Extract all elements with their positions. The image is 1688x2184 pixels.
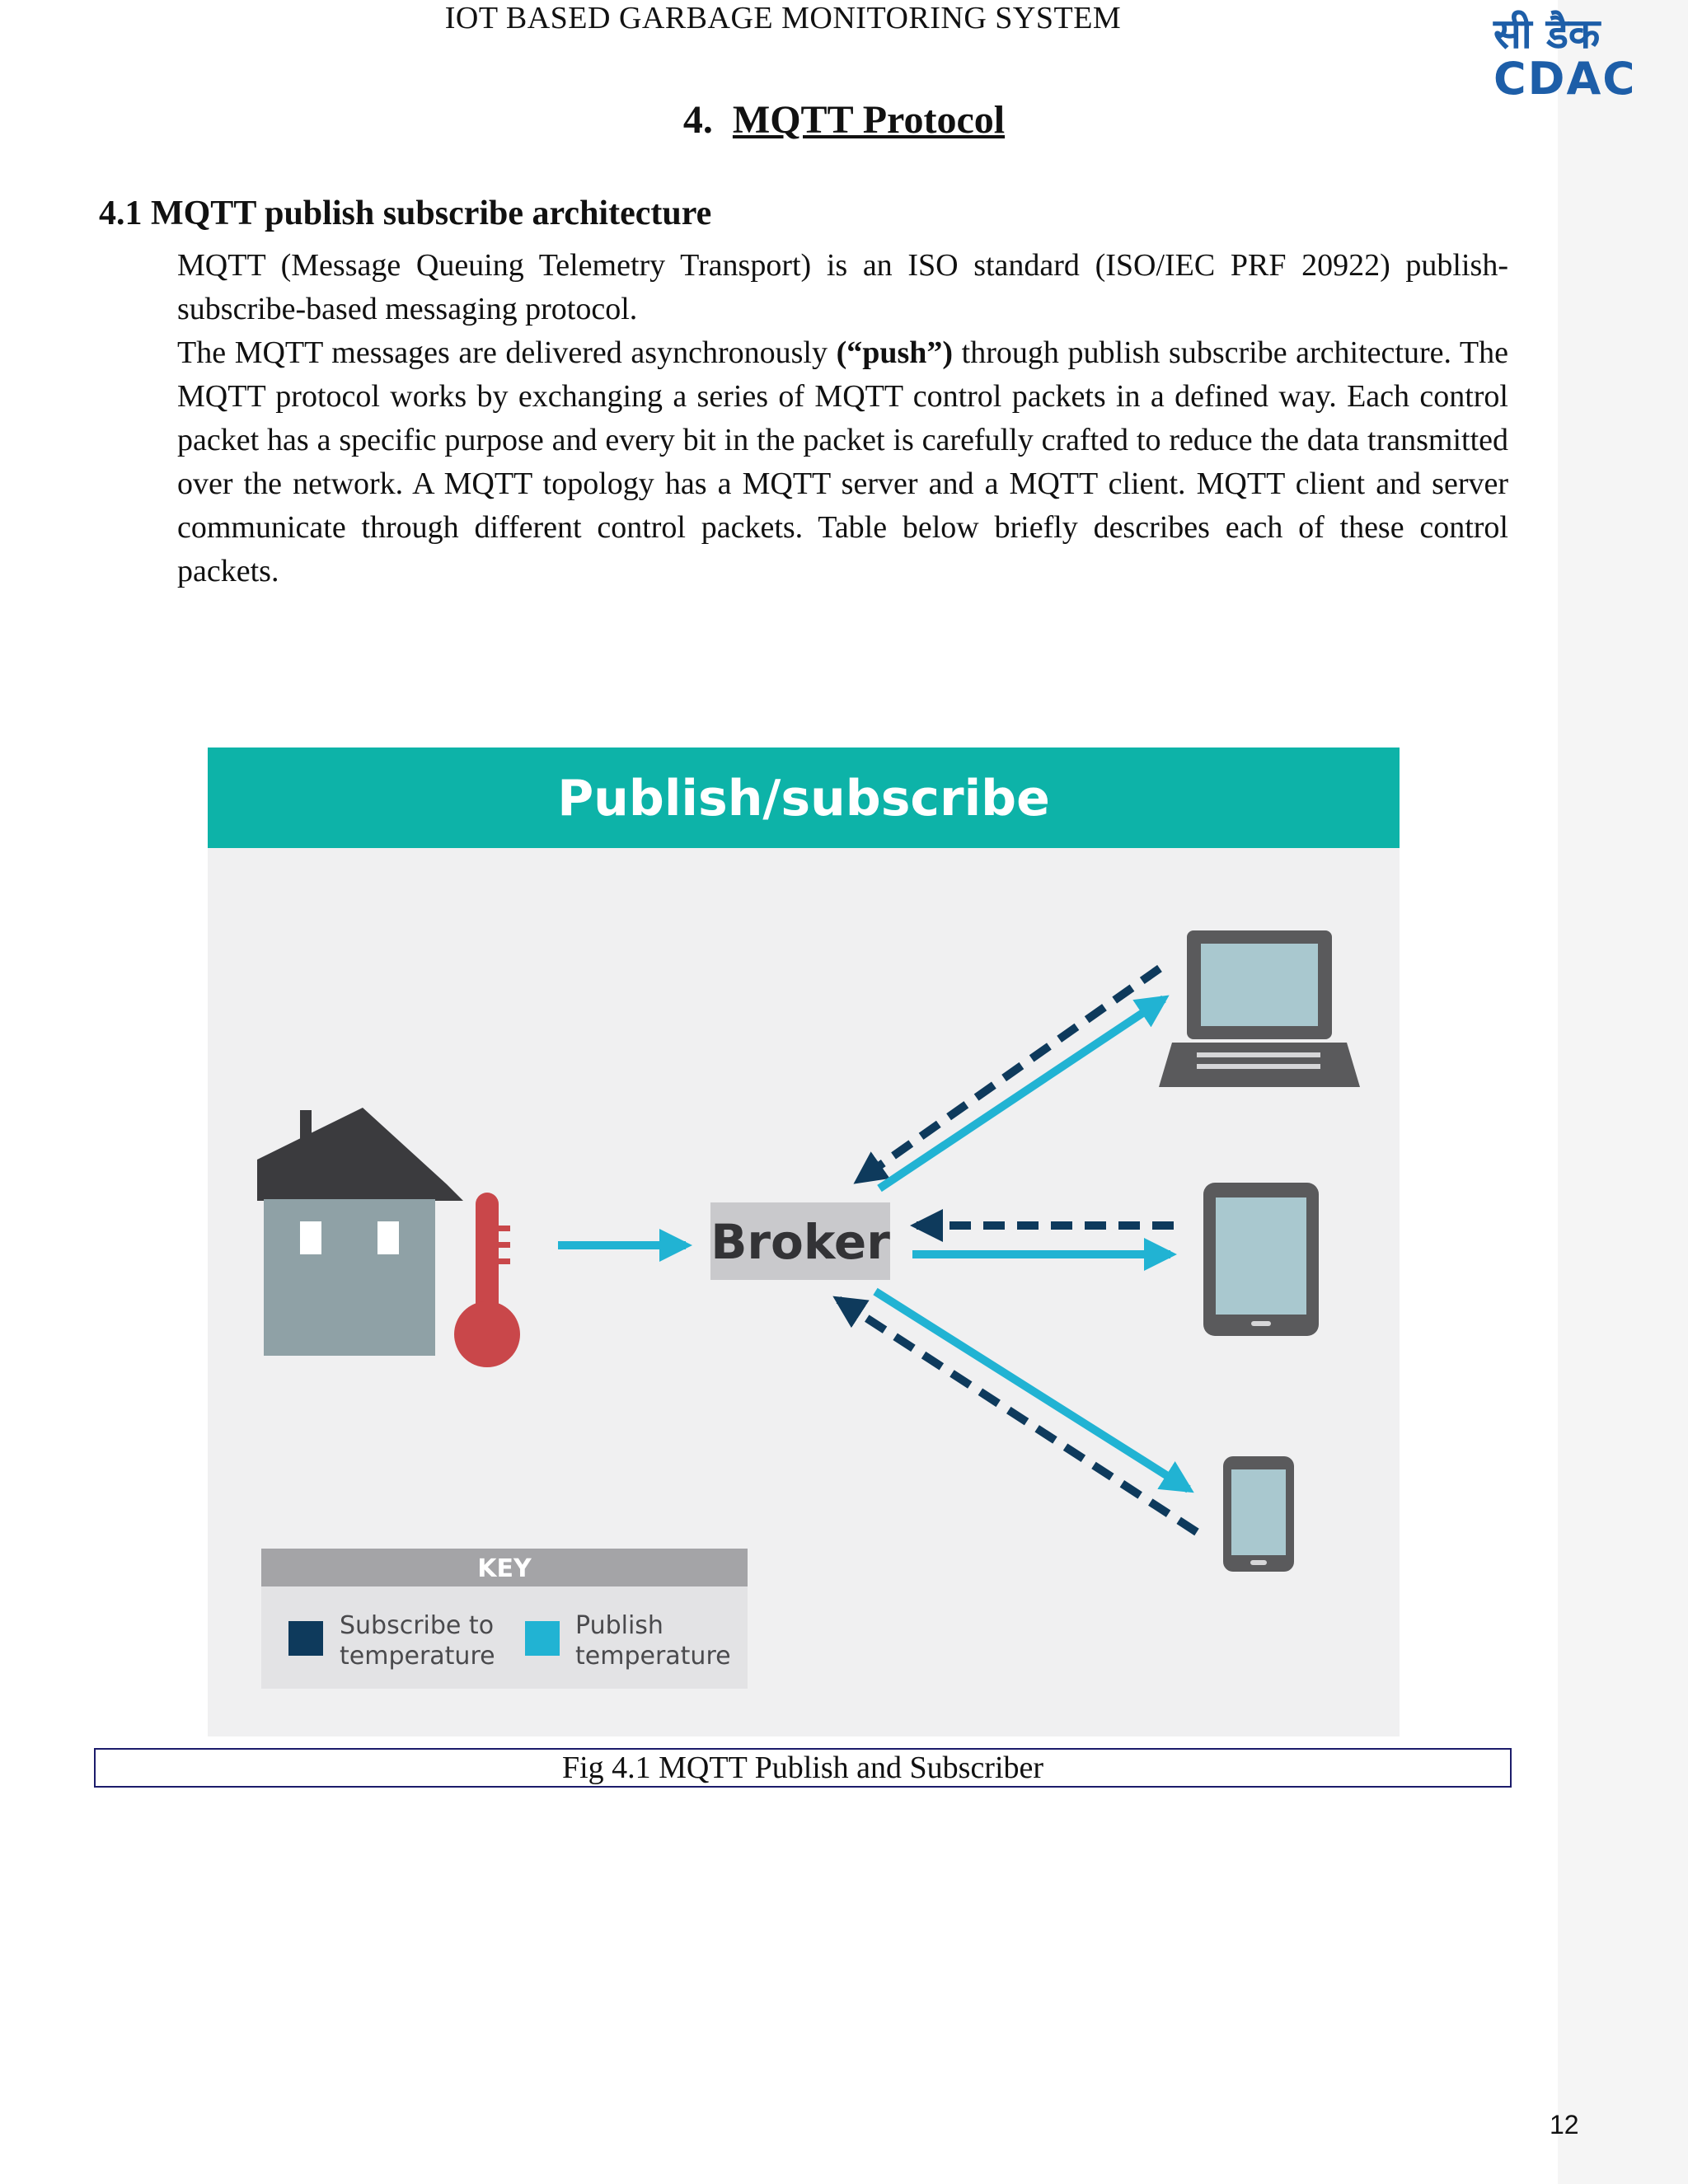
diagram-banner (208, 748, 1400, 848)
key-subscribe-line1: Subscribe to (340, 1611, 494, 1640)
figure-caption: Fig 4.1 MQTT Publish and Subscriber (94, 1748, 1512, 1788)
subscribe-arrow-laptop (853, 964, 1162, 1184)
section-heading: 4.1 MQTT publish subscribe architecture (99, 194, 712, 232)
chapter-title-text: MQTT Protocol (732, 98, 1006, 142)
key-title: KEY (477, 1554, 532, 1583)
house-icon (257, 1108, 463, 1356)
chapter-title: 4. MQTT Protocol (0, 97, 1688, 143)
paragraph-architecture: The MQTT messages are delivered asynchro… (177, 331, 1508, 593)
thermometer-icon (454, 1193, 520, 1367)
logo-latin-text: CDAC (1493, 53, 1632, 104)
tablet-icon (1203, 1183, 1319, 1336)
push-emphasis: (“push”) (836, 335, 954, 370)
key-publish-line2: temperature (575, 1642, 731, 1671)
body-text: MQTT (Message Queuing Telemetry Transpor… (177, 244, 1508, 593)
key-legend: KEY Subscribe to temperature Publish tem… (261, 1549, 748, 1689)
cdac-logo: सी डैक CDAC (1493, 10, 1632, 104)
paragraph-definition: MQTT (Message Queuing Telemetry Transpor… (177, 248, 1508, 326)
chapter-number: 4. (682, 98, 713, 142)
publish-swatch (525, 1621, 560, 1656)
broker-label: Broker (710, 1214, 890, 1270)
key-subscribe-line2: temperature (340, 1642, 495, 1671)
paragraph-text-rest: through publish subscribe architecture. … (177, 335, 1508, 588)
publish-subscribe-diagram: Publish/subscribe Broker (208, 748, 1400, 1736)
subscribe-arrow-phone (832, 1296, 1199, 1536)
paragraph-text-start: The MQTT messages are delivered asynchro… (177, 335, 837, 370)
page-margin-strip (1558, 0, 1688, 2184)
laptop-icon (1159, 930, 1360, 1087)
publish-arrow-phone (873, 1287, 1194, 1493)
publish-arrow-laptop (877, 995, 1170, 1193)
broker-box: Broker (710, 1202, 890, 1280)
subscribe-swatch (288, 1621, 323, 1656)
phone-icon (1223, 1456, 1294, 1572)
page-number: 12 (1550, 2110, 1579, 2139)
logo-devanagari-text: सी डैक (1493, 10, 1601, 58)
key-publish-line1: Publish (575, 1611, 663, 1640)
diagram-banner-title: Publish/subscribe (557, 770, 1050, 827)
running-header: IOT BASED GARBAGE MONITORING SYSTEM (444, 1, 1122, 35)
